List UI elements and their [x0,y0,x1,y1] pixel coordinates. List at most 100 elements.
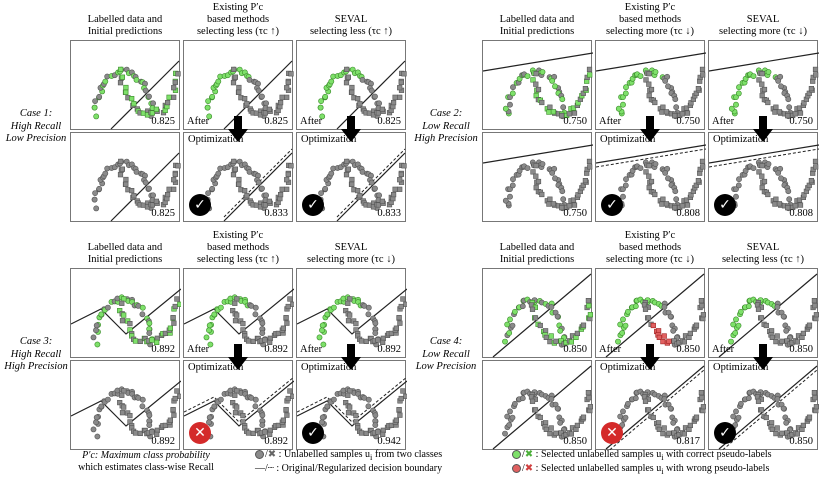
sample-point [98,311,105,318]
header-line: selecting more (τc ↓) [606,26,694,37]
bottom-score: 0.825 [151,208,175,219]
sample-square [568,339,574,345]
sample-point [539,69,546,75]
sample-square [165,191,171,198]
sample-square [797,202,804,208]
sample-square [769,334,775,340]
sample-square [343,172,350,178]
sample-square [250,430,256,436]
header-line: selecting more (τc ↓) [606,254,694,265]
sample-square [547,196,553,202]
sample-square [344,66,350,73]
sample-point [322,185,329,192]
sample-square [284,85,290,91]
sample-point [259,320,266,327]
legend-wrong: /✖ : Selected unlabelled samples ui with… [512,463,769,478]
sample-point [146,320,153,327]
sample-square [392,94,398,100]
sample-point [507,408,513,415]
sample-point [673,104,680,111]
sample-square [661,425,667,431]
sample-square [765,191,771,198]
sample-square [586,303,592,309]
sample-square [587,164,593,170]
sample-point [560,196,567,203]
sample-square [132,430,139,436]
top-score: 0.750 [563,116,587,127]
sample-square [660,431,666,437]
sample-square [347,404,353,410]
sample-square [792,111,798,117]
sample-point [365,304,372,311]
sample-point [552,175,558,182]
sample-square [700,312,706,318]
sample-point [324,311,331,318]
sample-point [778,83,784,90]
sample-square [290,301,294,307]
sample-square [285,171,291,177]
sample-point [510,176,516,183]
sample-square [776,201,782,207]
bottom-panel-case4-col1: 0.850 [482,360,593,450]
sample-square [290,393,294,399]
sample-square [285,303,291,310]
sample-point [203,334,210,341]
sample-point [774,396,781,402]
sample-point [372,185,378,192]
sample-square [121,404,127,410]
sample-square [379,106,385,112]
sample-square [699,303,705,309]
sample-square [242,187,248,194]
sample-point [331,304,337,311]
sample-square [759,71,765,77]
sample-square [234,312,240,318]
sample-point [252,311,259,318]
sample-square [393,417,399,423]
sample-square [236,181,242,187]
sample-point [206,414,213,421]
sample-point [524,165,531,171]
sample-square [765,99,771,106]
header-line: SEVAL [334,14,368,25]
sample-point [93,327,99,334]
regularized-boundary [184,376,294,423]
sample-square [379,198,385,204]
sample-point [259,412,266,419]
sample-square [574,422,580,428]
sample-square [792,203,798,209]
sample-point [376,100,382,107]
sample-square [123,176,129,183]
optimization-label: Optimization [299,362,359,373]
sample-point [728,105,735,112]
regularized-boundary [297,376,407,423]
sample-square [119,74,125,80]
sample-square [149,337,155,343]
sample-square [794,431,800,437]
sample-point [622,182,629,189]
sample-square [123,84,129,91]
sample-point [745,303,752,310]
sample-square [127,320,133,327]
sample-square [755,306,762,312]
sample-square [170,406,176,413]
sample-point [632,395,639,402]
sample-square [267,339,273,345]
top-panel-case4-col1: 0.850 [482,268,593,358]
sample-square [278,191,284,198]
green-dot-icon [512,450,521,460]
sample-point [778,175,784,182]
sample-square [550,201,556,207]
sample-square [344,158,350,165]
sample-square [232,300,238,306]
sample-point [733,101,739,108]
after-label: After [599,344,622,355]
sample-square [582,177,588,184]
sample-square [652,99,658,106]
regularized-boundary [336,148,406,218]
sample-point [94,433,101,440]
sample-square [232,318,239,324]
sample-square [529,306,536,312]
sample-square [284,320,290,326]
sample-square [279,186,285,192]
sample-square [353,320,359,327]
